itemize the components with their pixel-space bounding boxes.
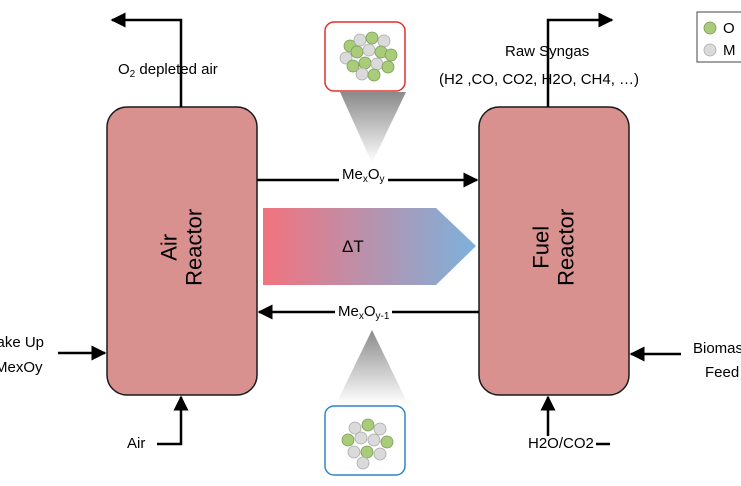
air-reactor-label-line2: Reactor [182,208,207,286]
depleted-air-outlet-arrow [110,12,183,107]
temperature-gradient-arrow [263,208,476,285]
oxidized-carrier-label: MexOy [339,167,388,185]
syngas-composition: (H2 ,CO, CO2, H2O, CH4, …) [439,71,640,88]
air-reactor-label: Air Reactor [157,187,208,307]
air-reactor-label-line1: Air [156,233,182,261]
reduced-carrier-sub1: x [358,311,364,322]
depleted-air-label-sub: 2 [129,69,136,80]
legend-box [696,11,741,63]
biomass-label-line2: Feed [705,364,740,381]
reduced-carrier-base: Me [338,303,359,320]
fuel-reactor-body [478,106,630,396]
syngas-outlet-arrow [546,12,614,107]
oxidized-carrier-base: Me [342,166,363,183]
reduced-carrier-label: MexOy-1 [335,303,393,322]
reduced-carrier-mid: O [363,303,376,320]
depleted-air-label-post: depleted air [135,61,218,78]
biomass-label-line1: Biomass [693,340,741,357]
gradient-label: ΔT [342,237,364,256]
syngas-title: Raw Syngas [505,43,590,60]
oxidized-particle-cluster [339,31,398,82]
oxidized-carrier-mid: O [367,166,380,183]
legend-oxygen-label: O [723,20,735,37]
gasifying-agent-label: H2O/CO2 [526,435,596,452]
fuel-reactor-label-line2: Reactor [554,208,579,286]
reduced-particle-cluster [341,418,394,470]
fuel-reactor-label-line1: Fuel [528,225,554,269]
makeup-label-line1: Make Up [0,334,45,351]
reduced-carrier-sub2: y-1 [375,311,390,322]
makeup-label-line2: MexOy [0,359,43,376]
reduced-zoom-cone [336,330,408,404]
oxidized-carrier-sub2: y [379,174,385,185]
legend-metal-label: M [723,42,736,59]
air-inlet-label: Air [127,435,146,452]
depleted-air-label: O2 depleted air [118,62,218,80]
legend-metal-swatch [703,43,717,57]
legend-oxygen-swatch [703,21,717,35]
oxidized-zoom-cone [340,92,406,163]
fuel-reactor-label: Fuel Reactor [529,187,580,307]
oxidized-carrier-sub1: x [362,174,368,185]
depleted-air-label-pre: O [118,61,130,78]
air-inlet-arrow [157,395,189,446]
